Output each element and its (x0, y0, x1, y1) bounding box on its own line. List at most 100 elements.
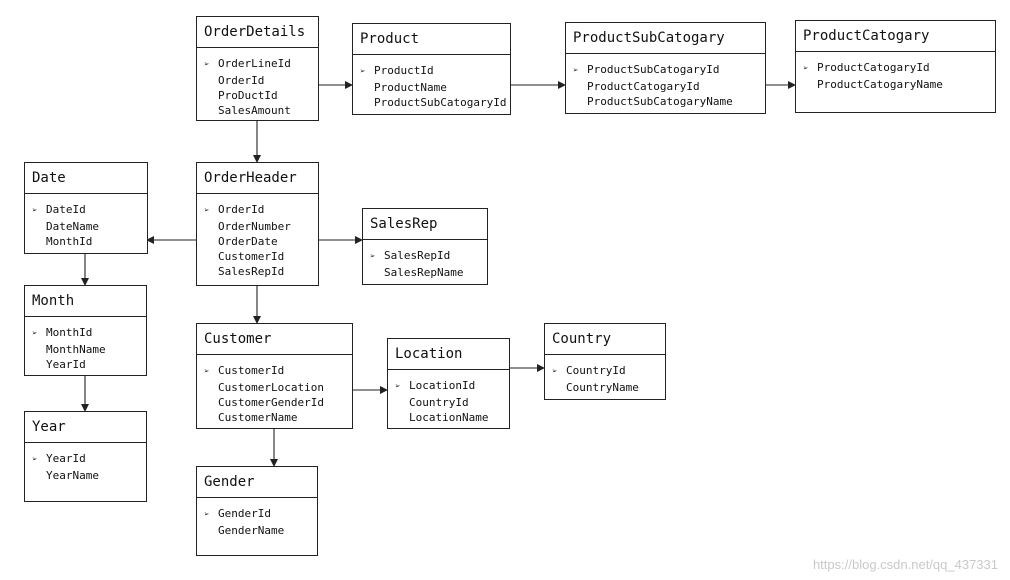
field-name: MonthId (46, 326, 93, 339)
field-name: YearId (46, 452, 86, 465)
arrowhead-bullet-icon: ➢ (204, 510, 210, 520)
field-customergenderid: CustomerGenderId (204, 395, 346, 410)
arrowhead-bullet-icon: ➢ (552, 367, 558, 377)
field-productcatogaryname: ProductCatogaryName (803, 77, 989, 92)
field-name: ProDuctId (218, 89, 278, 102)
field-name: OrderId (218, 74, 265, 87)
field-productname: ProductName (360, 80, 504, 95)
field-locationname: LocationName (395, 410, 503, 425)
arrowhead-bullet-icon: ➢ (204, 367, 210, 377)
field-name: OrderLineId (218, 57, 291, 70)
field-productcatogaryid: ➢ ProductCatogaryId (803, 60, 989, 77)
field-name: SalesAmount (218, 104, 291, 117)
field-name: ProductSubCatogaryName (587, 95, 733, 108)
field-orderdate: OrderDate (204, 234, 312, 249)
field-name: OrderNumber (218, 220, 291, 233)
field-productid: ➢ ProductId (360, 63, 504, 80)
field-gendername: GenderName (204, 523, 311, 538)
field-name: YearId (46, 358, 86, 371)
field-name: ProductId (374, 64, 434, 77)
arrowhead-bullet-icon: ➢ (573, 66, 579, 76)
entity-title: Country (545, 324, 665, 355)
field-name: ProductSubCatogaryId (374, 96, 507, 109)
field-locationid: ➢ LocationId (395, 378, 503, 395)
field-monthid: ➢MonthId (32, 325, 140, 342)
field-customerlocation: CustomerLocation (204, 380, 346, 395)
field-yearid: ➢ YearId (32, 451, 140, 468)
entity-title: SalesRep (363, 209, 487, 240)
field-customerid: ➢CustomerId (204, 363, 346, 380)
arrowhead-bullet-icon: ➢ (32, 455, 38, 465)
field-productsubcatogaryname: ProductSubCatogaryName (573, 94, 759, 109)
field-name: CustomerGenderId (218, 396, 324, 409)
field-productid: ProDuctId (204, 88, 312, 103)
entity-title: ProductCatogary (796, 21, 995, 52)
entity-title: Month (25, 286, 146, 317)
field-name: CustomerId (218, 250, 285, 263)
field-name: ProductName (374, 81, 447, 94)
entity-title: Location (388, 339, 509, 370)
field-name: CountryName (566, 381, 639, 394)
entity-title: OrderDetails (197, 17, 318, 48)
field-name: SalesRepId (384, 249, 451, 262)
field-name: LocationId (409, 379, 476, 392)
field-name: CountryId (566, 364, 626, 377)
field-name: DateName (46, 220, 99, 233)
field-countryid: CountryId (395, 395, 503, 410)
field-salesamount: SalesAmount (204, 103, 312, 118)
field-name: OrderDate (218, 235, 278, 248)
arrowhead-bullet-icon: ➢ (395, 382, 401, 392)
field-name: CountryId (409, 396, 469, 409)
field-name: CustomerName (218, 411, 298, 424)
field-monthid: MonthId (32, 234, 141, 249)
field-name: CustomerLocation (218, 381, 324, 394)
entity-title: OrderHeader (197, 163, 318, 194)
arrowhead-bullet-icon: ➢ (803, 64, 809, 74)
field-name: MonthName (46, 343, 106, 356)
arrowhead-bullet-icon: ➢ (360, 67, 366, 77)
field-dateid: ➢DateId (32, 202, 141, 219)
field-name: ProductCatogaryId (817, 61, 930, 74)
field-name: ProductSubCatogaryId (587, 63, 720, 76)
entity-title: Customer (197, 324, 352, 355)
entity-title: ProductSubCatogary (566, 23, 765, 54)
field-countryname: CountryName (552, 380, 659, 395)
entity-title: Year (25, 412, 146, 443)
field-yearname: YearName (32, 468, 140, 483)
field-orderlineid: ➢OrderLineId (204, 56, 312, 73)
field-name: ProductCatogaryId (587, 80, 700, 93)
field-productcatogaryid: ProductCatogaryId (573, 79, 759, 94)
field-yearid: YearId (32, 357, 140, 372)
arrowhead-bullet-icon: ➢ (32, 206, 38, 216)
field-customerid: CustomerId (204, 249, 312, 264)
field-name: LocationName (409, 411, 489, 424)
field-name: SalesRepName (384, 266, 464, 279)
field-name: GenderName (218, 524, 285, 537)
field-genderid: ➢GenderId (204, 506, 311, 523)
field-customername: CustomerName (204, 410, 346, 425)
arrowhead-bullet-icon: ➢ (370, 252, 376, 262)
entity-title: Product (353, 24, 510, 55)
entity-productsubcatogary: ProductSubCatogary ➢ ProductSubCatogaryId… (565, 22, 766, 114)
field-datename: DateName (32, 219, 141, 234)
field-orderid: ➢OrderId (204, 202, 312, 219)
field-salesrepid: SalesRepId (204, 264, 312, 279)
field-name: YearName (46, 469, 99, 482)
